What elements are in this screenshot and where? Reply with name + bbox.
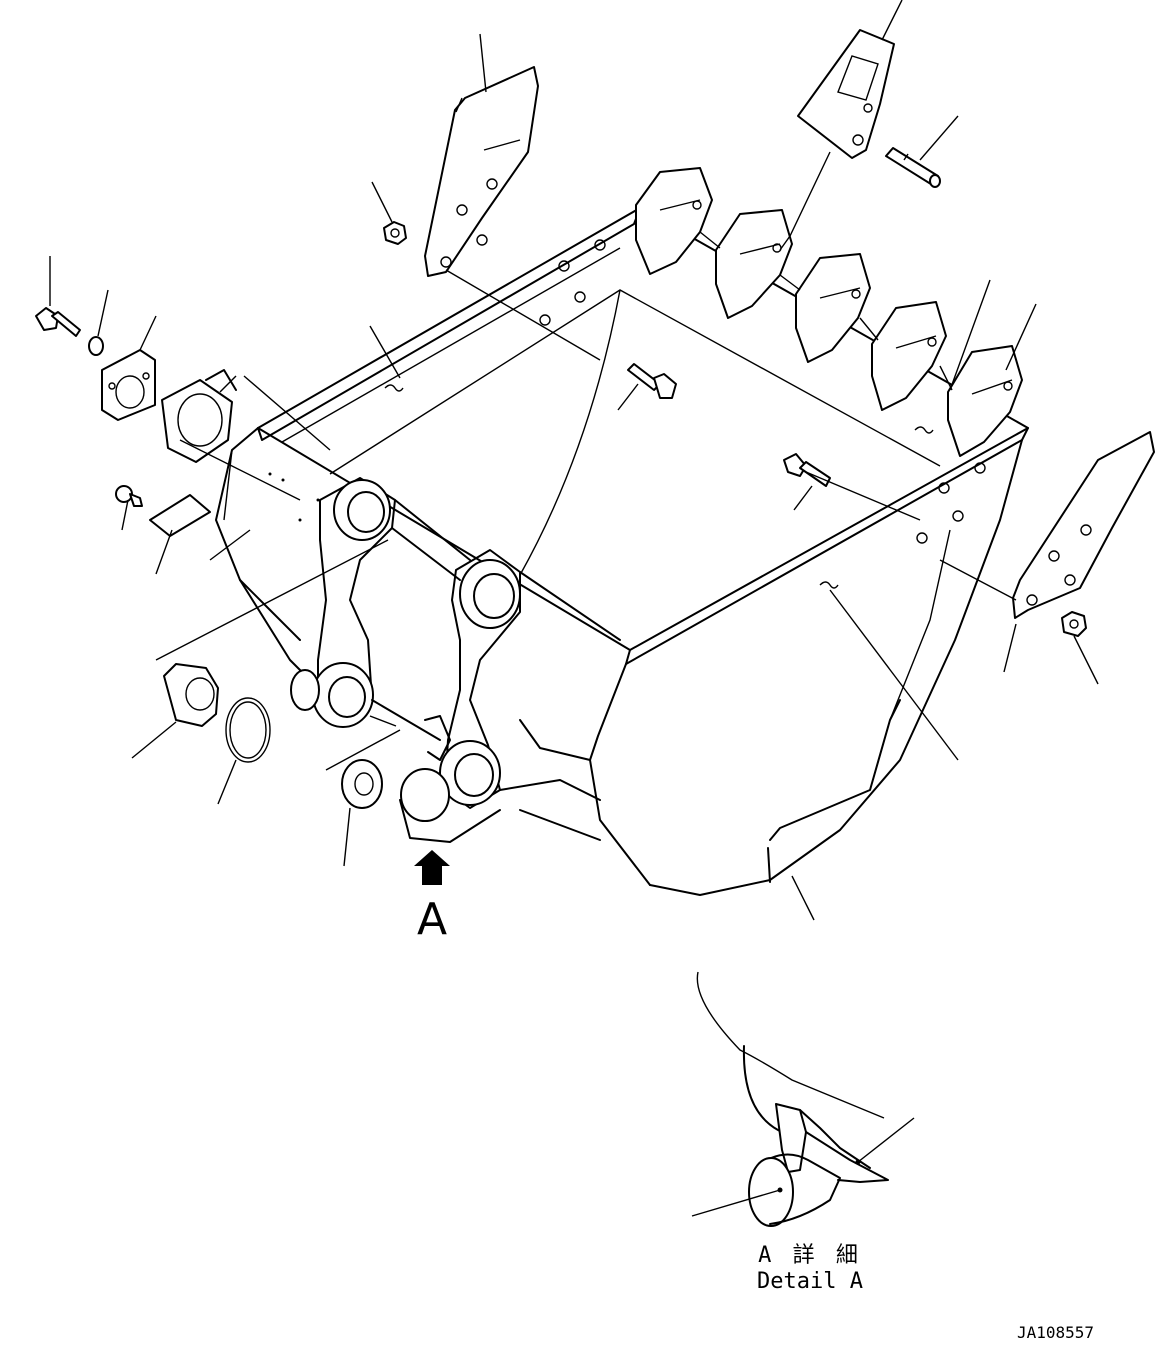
name-plate xyxy=(149,494,211,537)
bucket-body xyxy=(215,207,1029,896)
detail-a-view xyxy=(691,971,915,1227)
side-cutter-right xyxy=(1012,431,1155,619)
bolt-side-cutter-left xyxy=(627,363,677,399)
nut-right xyxy=(1061,611,1087,637)
nut-left xyxy=(383,221,407,245)
rear-boss xyxy=(290,669,320,711)
washer xyxy=(88,336,104,356)
view-marker-letter: A xyxy=(417,894,447,945)
shim xyxy=(341,759,383,809)
drawing-number: JA108557 xyxy=(1017,1323,1094,1342)
detail-caption-en: Detail A xyxy=(757,1269,863,1294)
view-arrow xyxy=(414,850,450,885)
bolt-boss xyxy=(35,307,81,337)
bolt-side-cutter-right xyxy=(783,453,831,487)
side-cutter-left xyxy=(424,66,539,277)
bucket-boss-right xyxy=(439,549,621,809)
o-ring xyxy=(225,697,271,763)
stopper-block xyxy=(399,715,501,843)
tooth-pin xyxy=(885,147,941,188)
detail-caption-jp: A 詳 細 xyxy=(758,1243,862,1268)
bucket-boss-left xyxy=(312,477,471,741)
bushing xyxy=(163,663,219,727)
boss-cover xyxy=(161,369,237,463)
leader-lines xyxy=(49,0,1099,921)
shim-plate xyxy=(101,349,156,421)
bucket-teeth xyxy=(635,167,1023,457)
grease-fitting xyxy=(115,485,143,507)
tooth-exploded xyxy=(797,29,895,159)
